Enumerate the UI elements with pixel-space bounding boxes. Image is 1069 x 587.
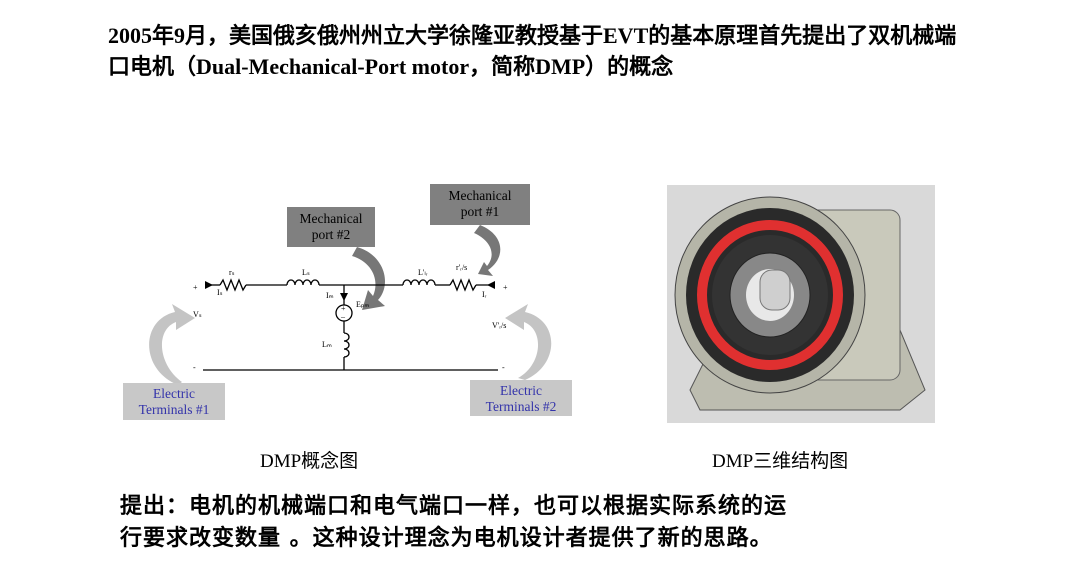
electric-terminals-1-box <box>123 383 225 420</box>
label-vs: Vₛ <box>193 310 202 319</box>
label-is: Iₛ <box>217 288 223 297</box>
mech-port-1-line2: port #1 <box>461 204 500 219</box>
left-plus: + <box>193 283 198 292</box>
right-plus: + <box>503 283 508 292</box>
bottom-text-line-2: 行要求改变数量 。这种设计理念为电机设计者提供了新的思路。 <box>120 525 773 551</box>
mech-port-1-line1: Mechanical <box>449 188 512 203</box>
mech-port-2-line1: Mechanical <box>300 211 363 226</box>
label-ir: Iᵣ <box>482 290 487 299</box>
label-rr: r'ᵣ/s <box>456 263 467 272</box>
label-lm: Lₘ <box>322 340 332 349</box>
bottom-text: 提出：电机的机械端口和电气端口一样，也可以根据实际系统的运 行要求改变数量 。这… <box>120 490 940 554</box>
label-llr: L'ₗᵣ <box>418 268 428 277</box>
label-vr: V'ᵣ/s <box>492 321 506 330</box>
caption-concept-diagram: DMP概念图 <box>260 451 359 472</box>
label-rs: rₛ <box>229 268 235 277</box>
label-im: Iₘ <box>326 291 334 300</box>
left-minus: - <box>193 363 196 372</box>
mech-port-2-arrow <box>352 247 385 310</box>
slide-title: 2005年9月，美国俄亥俄州州立大学徐隆亚教授基于EVT的基本原理首先提出了双机… <box>108 23 957 79</box>
elec-term-1-line2: Terminals #1 <box>139 402 210 417</box>
caption-3d-structure: DMP三维结构图 <box>712 451 849 472</box>
mech-port-2-box <box>287 207 375 247</box>
label-epm: Eₚₘ <box>356 300 369 309</box>
bottom-text-line-1: 提出：电机的机械端口和电气端口一样，也可以根据实际系统的运 <box>120 493 788 519</box>
mech-port-1-arrow <box>474 225 501 276</box>
electric-terminals-2-box <box>470 380 572 416</box>
minus-sign: – <box>340 312 346 321</box>
elec-term-2-line1: Electric <box>500 383 542 398</box>
elec-term-1-line1: Electric <box>153 386 195 401</box>
right-minus: - <box>502 363 505 372</box>
electric-terminal-1-arrow <box>149 304 195 385</box>
dmp-3d-structure-image <box>667 185 935 423</box>
mech-port-1-box <box>430 184 530 225</box>
electric-terminal-2-arrow <box>505 304 552 380</box>
mech-port-2-line2: port #2 <box>312 227 351 242</box>
label-ls: Lₛ <box>302 268 310 277</box>
elec-term-2-line2: Terminals #2 <box>486 399 557 414</box>
plus-sign: + <box>341 304 346 313</box>
